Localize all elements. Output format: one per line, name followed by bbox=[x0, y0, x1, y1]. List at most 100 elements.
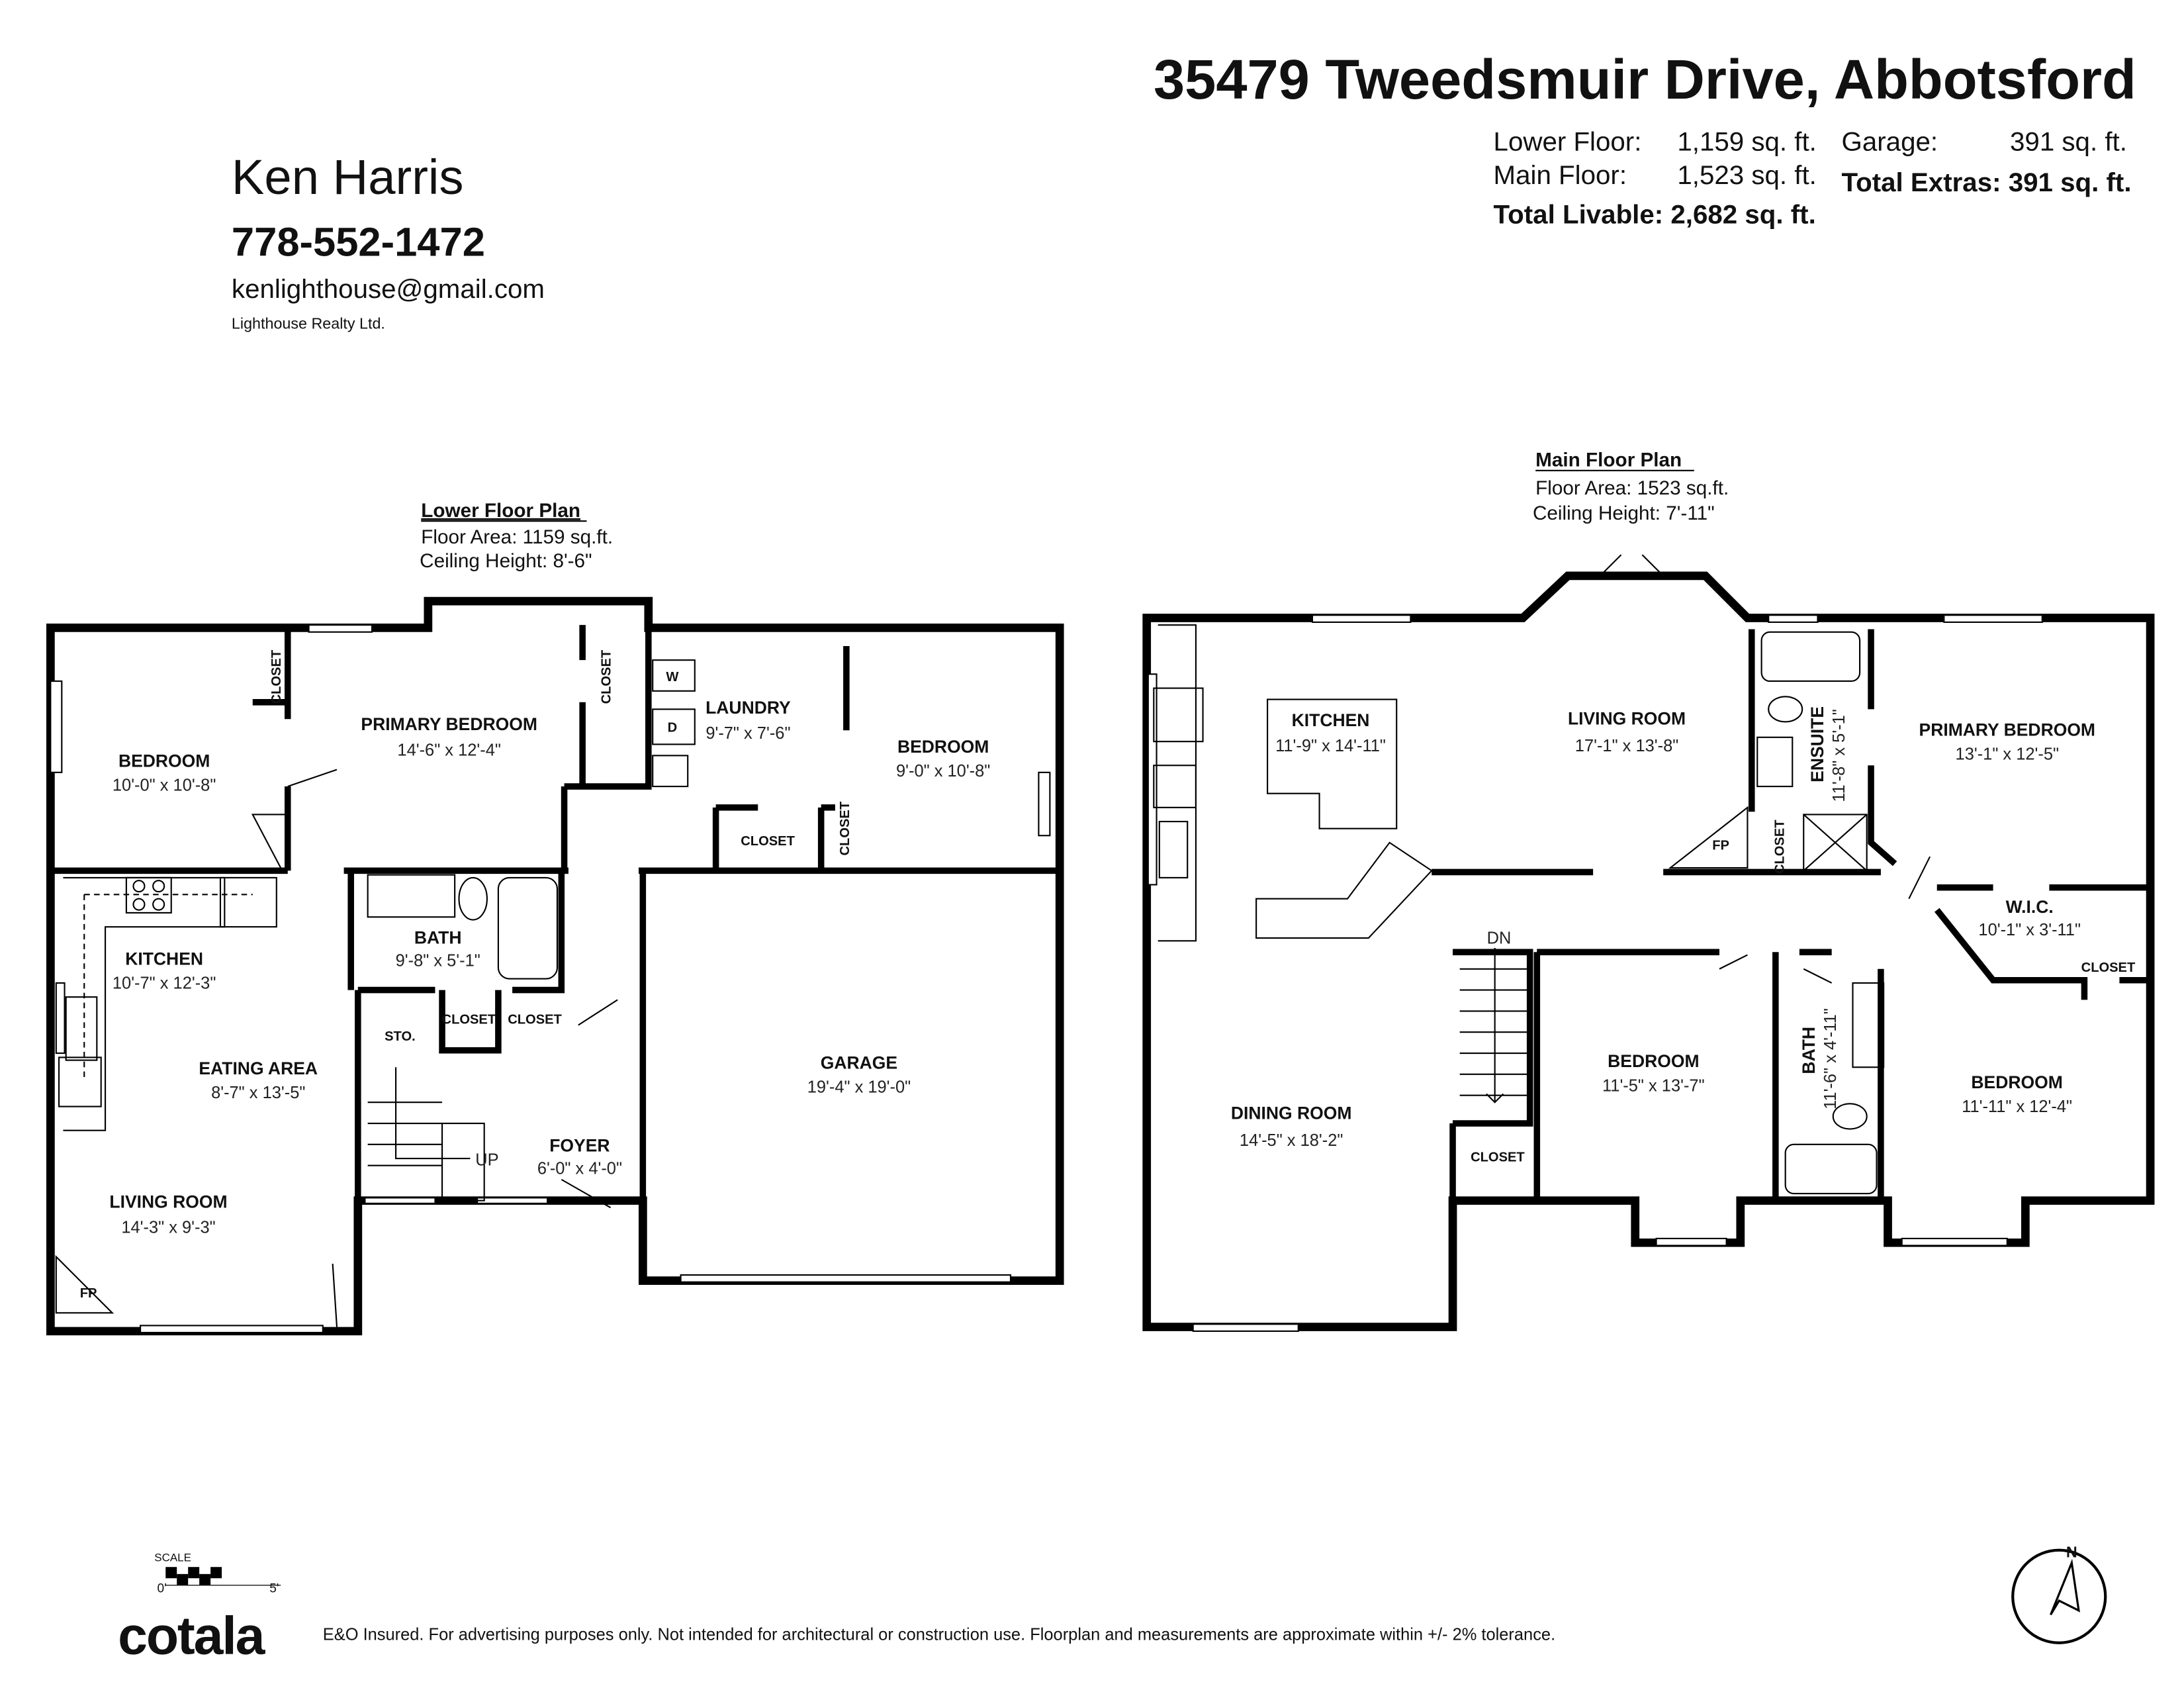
agent-phone[interactable]: 778-552-1472 bbox=[232, 219, 485, 265]
scale-start: 0' bbox=[158, 1581, 167, 1595]
property-address: 35479 Tweedsmuir Drive, Abbotsford bbox=[1154, 48, 2136, 111]
room-name: FOYER bbox=[549, 1135, 610, 1155]
room-dimensions: 11'-6" x 4'-11" bbox=[1821, 1008, 1840, 1109]
closet-label: CLOSET bbox=[600, 649, 614, 704]
toilet-icon bbox=[1768, 696, 1803, 723]
stairs-down-label: DN bbox=[1487, 929, 1512, 948]
room-dimensions: 11'-5" x 13'-7" bbox=[1602, 1076, 1705, 1095]
fridge-icon bbox=[219, 876, 277, 928]
main-floor-area: Floor Area: 1523 sq.ft. bbox=[1535, 477, 1729, 499]
room-name: BEDROOM bbox=[118, 751, 210, 771]
fireplace-icon bbox=[55, 1254, 114, 1314]
closet-label: CLOSET bbox=[269, 649, 284, 704]
room-dimensions: 8'-7" x 13'-5" bbox=[211, 1084, 305, 1102]
room-dimensions: 11'-11" x 12'-4" bbox=[1962, 1098, 2072, 1116]
garage-label: Garage: bbox=[1842, 126, 1938, 156]
fireplace-icon bbox=[1668, 806, 1749, 869]
fireplace-label: FP bbox=[80, 1286, 97, 1301]
room-dimensions: 9'-8" x 5'-1" bbox=[396, 952, 480, 970]
vanity-icon bbox=[1756, 736, 1794, 788]
stairs-up-label: UP bbox=[475, 1151, 498, 1170]
main-stairs bbox=[1459, 947, 1530, 1103]
room-dimensions: 14'-3" x 9'-3" bbox=[121, 1218, 215, 1237]
lower-stairs bbox=[367, 1067, 485, 1201]
total-extras: Total Extras: 391 sq. ft. bbox=[1842, 167, 2132, 197]
lower-plan-header: Lower Floor Plan Floor Area: 1159 sq.ft.… bbox=[420, 500, 613, 572]
lower-plan-title: Lower Floor Plan bbox=[421, 500, 580, 522]
fireplace-label: FP bbox=[1712, 838, 1729, 853]
dryer-label: D bbox=[668, 720, 678, 735]
cotala-logo: cotala bbox=[118, 1607, 265, 1666]
closet-label: CLOSET bbox=[838, 801, 852, 855]
room-dimensions: 13'-1" x 12'-5" bbox=[1956, 745, 2059, 764]
disclaimer: E&O Insured. For advertising purposes on… bbox=[323, 1626, 1555, 1644]
bathtub-icon bbox=[1784, 1143, 1878, 1195]
room-name: GARAGE bbox=[821, 1053, 897, 1072]
sink-icon bbox=[65, 996, 98, 1061]
room-dimensions: 10'-0" x 10'-8" bbox=[113, 776, 216, 794]
vanity-icon bbox=[1852, 982, 1885, 1068]
room-dimensions: 6'-0" x 4'-0" bbox=[537, 1159, 622, 1178]
lower-floor-area: Floor Area: 1159 sq.ft. bbox=[421, 526, 613, 548]
bathtub-icon bbox=[1760, 631, 1861, 682]
main-floor-label: Main Floor: bbox=[1494, 160, 1627, 190]
room-name: BEDROOM bbox=[1971, 1072, 2062, 1092]
room-dimensions: 14'-5" x 18'-2" bbox=[1240, 1131, 1343, 1150]
room-dimensions: 14'-6" x 12'-4" bbox=[397, 741, 500, 759]
main-plan-title: Main Floor Plan bbox=[1535, 449, 1682, 471]
dishwasher-icon bbox=[58, 1056, 102, 1107]
kitchen-island bbox=[1267, 698, 1398, 829]
total-livable: Total Livable: 2,682 sq. ft. bbox=[1494, 200, 1816, 230]
main-plan-header: Main Floor Plan Floor Area: 1523 sq.ft. … bbox=[1533, 449, 1729, 524]
room-dimensions: 10'-7" x 12'-3" bbox=[113, 974, 216, 992]
room-name: W.I.C. bbox=[2006, 897, 2054, 917]
garage-value: 391 sq. ft. bbox=[2010, 126, 2127, 156]
room-dimensions: 11'-8" x 5'-1" bbox=[1830, 709, 1848, 802]
closet-label: CLOSET bbox=[508, 1012, 562, 1027]
kitchen-peninsula bbox=[1255, 841, 1433, 939]
room-name: KITCHEN bbox=[1292, 710, 1370, 730]
stove-icon bbox=[1153, 765, 1197, 808]
scale-end: 5' bbox=[269, 1581, 279, 1595]
agent-brokerage: Lighthouse Realty Ltd. bbox=[232, 315, 385, 332]
room-dimensions: 9'-7" x 7'-6" bbox=[705, 724, 790, 743]
room-dimensions: 9'-0" x 10'-8" bbox=[896, 762, 990, 780]
shower-icon bbox=[1803, 814, 1868, 872]
lower-floor-plan: W D BEDROOM 10'-0" x 10'-8" PRIMARY BEDR… bbox=[46, 596, 1064, 1336]
room-name: LIVING ROOM bbox=[109, 1192, 227, 1211]
storage-label: STO. bbox=[385, 1029, 416, 1044]
main-ceiling-height: Ceiling Height: 7'-11" bbox=[1533, 502, 1715, 524]
north-arrow-icon bbox=[2050, 1558, 2080, 1616]
room-name: PRIMARY BEDROOM bbox=[361, 714, 537, 734]
closet-label: CLOSET bbox=[1471, 1150, 1525, 1164]
fridge-icon bbox=[1153, 687, 1204, 743]
main-floor-plan: KITCHEN 11'-9" x 14'-11" LIVING ROOM 17'… bbox=[1142, 554, 2155, 1332]
agent-email[interactable]: kenlighthouse@gmail.com bbox=[232, 274, 545, 304]
stove-icon bbox=[125, 876, 172, 914]
room-name: BATH bbox=[414, 928, 462, 948]
main-floor-value: 1,523 sq. ft. bbox=[1677, 160, 1817, 190]
room-name: BEDROOM bbox=[897, 737, 989, 757]
lower-ceiling-height: Ceiling Height: 8'-6" bbox=[420, 550, 592, 572]
room-name: LIVING ROOM bbox=[1568, 709, 1686, 729]
lower-floor-label: Lower Floor: bbox=[1494, 126, 1642, 156]
compass: N bbox=[2011, 1543, 2107, 1644]
lower-floor-value: 1,159 sq. ft. bbox=[1677, 126, 1817, 156]
room-name: EATING AREA bbox=[199, 1058, 318, 1078]
bathtub-icon bbox=[497, 876, 559, 980]
closet-label: CLOSET bbox=[2081, 961, 2136, 975]
area-summary: Lower Floor: 1,159 sq. ft. Main Floor: 1… bbox=[1494, 126, 2132, 229]
room-name: LAUNDRY bbox=[705, 698, 791, 718]
room-name: DINING ROOM bbox=[1231, 1103, 1352, 1123]
room-name: BATH bbox=[1799, 1027, 1819, 1074]
room-dimensions: 19'-4" x 19'-0" bbox=[807, 1078, 911, 1096]
closet-label: CLOSET bbox=[1773, 820, 1788, 874]
room-dimensions: 17'-1" x 13'-8" bbox=[1575, 737, 1678, 755]
closet-label: CLOSET bbox=[741, 834, 795, 849]
toilet-icon bbox=[458, 876, 488, 921]
room-dimensions: 10'-1" x 3'-11" bbox=[1978, 921, 2081, 939]
closet-label: CLOSET bbox=[442, 1012, 496, 1027]
room-name: BEDROOM bbox=[1608, 1051, 1699, 1071]
scale-bar: SCALE 0' 5' bbox=[154, 1552, 281, 1595]
